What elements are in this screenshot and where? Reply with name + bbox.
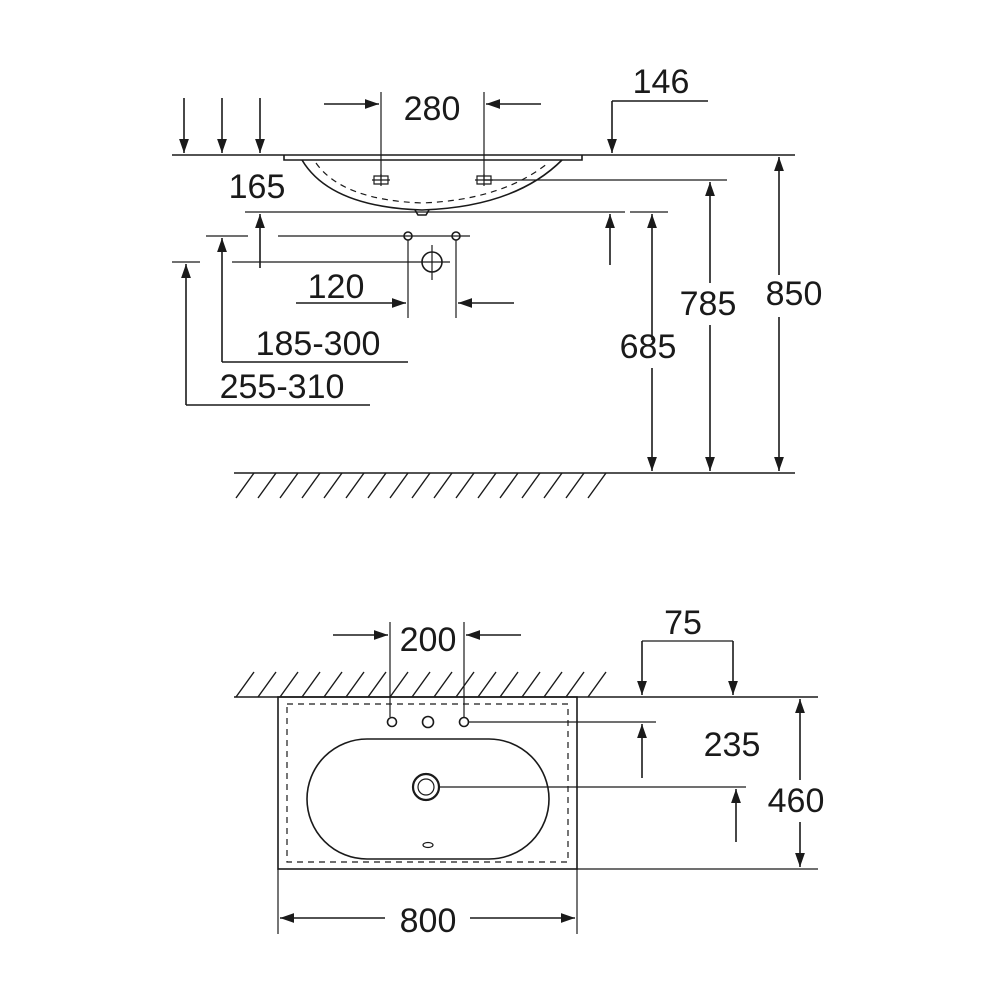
dim-75-label: 75 <box>664 604 702 642</box>
dim-280-label: 280 <box>404 90 461 128</box>
dim-800: 800 <box>277 869 578 940</box>
basin-side-profile <box>283 155 583 216</box>
dim-235: 235 <box>440 721 761 842</box>
dim-685-label: 685 <box>620 328 677 366</box>
dim-165-label: 165 <box>229 168 286 206</box>
dim-185-300: 185-300 <box>206 235 408 363</box>
dim-685: 685 <box>620 211 677 471</box>
dim-800-label: 800 <box>400 902 457 940</box>
dim-280: 280 <box>324 90 541 180</box>
top-view: 200 75 235 460 <box>234 604 824 940</box>
dim-146: 146 <box>607 63 708 153</box>
dim-165: 165 <box>229 168 625 268</box>
dim-200: 200 <box>333 621 521 717</box>
floor-hatched <box>234 472 795 499</box>
dim-255-310-label: 255-310 <box>220 368 345 406</box>
dim-255-310: 255-310 <box>172 261 370 406</box>
dim-460-label: 460 <box>768 782 825 820</box>
dim-120-label: 120 <box>308 268 365 306</box>
dim-235-label: 235 <box>704 726 761 764</box>
valves-and-waste <box>232 231 470 280</box>
dim-200-label: 200 <box>400 621 457 659</box>
dim-75: 75 <box>637 604 738 695</box>
basin-top-outline <box>277 696 578 870</box>
dim-850: 850 <box>766 157 823 471</box>
side-view: 280 146 165 1 <box>172 63 823 499</box>
dim-850-label: 850 <box>766 275 823 313</box>
dim-185-300-label: 185-300 <box>256 325 381 363</box>
dim-120: 120 <box>296 240 514 318</box>
top-left-arrows <box>179 98 265 153</box>
dim-460: 460 <box>577 699 825 870</box>
wall-hatched <box>234 671 818 698</box>
dim-785: 785 <box>484 179 737 471</box>
dim-146-label: 146 <box>633 63 690 101</box>
dim-785-label: 785 <box>680 285 737 323</box>
